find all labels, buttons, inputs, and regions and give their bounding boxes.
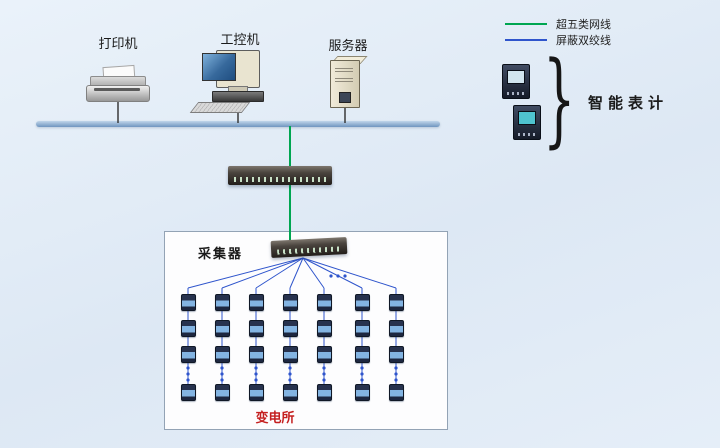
meter-buttons xyxy=(518,133,536,136)
cat5e-line-label: 超五类网线 xyxy=(556,19,611,31)
stp-line-swatch xyxy=(505,39,547,41)
stp-line-label: 屏蔽双绞线 xyxy=(556,35,611,47)
ipc-label: 工控机 xyxy=(220,32,260,47)
server-label: 服务器 xyxy=(328,38,368,53)
meter-buttons xyxy=(507,92,525,95)
switch-ports xyxy=(234,177,326,182)
server-drive-bay xyxy=(339,92,351,103)
industrial-computer-icon xyxy=(189,50,276,114)
smart-meter-icon xyxy=(502,64,530,99)
server-icon xyxy=(326,56,370,108)
computer-case xyxy=(212,91,264,102)
server-vent xyxy=(335,76,353,82)
smart-meter-icon xyxy=(513,105,541,140)
legend-row-cat5e: 超五类网线 xyxy=(505,16,611,32)
switch-ports xyxy=(277,246,342,255)
legend-row-stp: 屏蔽双绞线 xyxy=(505,32,611,48)
network-switch-icon xyxy=(228,166,332,185)
printer-slot xyxy=(94,88,140,91)
collector-label: 采集器 xyxy=(198,246,244,261)
server-vent xyxy=(335,66,353,72)
ethernet-bus-line xyxy=(36,121,440,127)
meter-screen xyxy=(507,70,525,84)
printer-icon xyxy=(86,64,150,104)
substation-label: 变电所 xyxy=(255,410,295,425)
cat5e-line-swatch xyxy=(505,23,547,25)
smart-meters-label: 智能表计 xyxy=(588,95,669,112)
brace-icon: } xyxy=(543,40,576,159)
printer-label: 打印机 xyxy=(98,36,138,51)
monitor-screen xyxy=(202,53,236,81)
meter-screen xyxy=(518,111,536,125)
legend: 超五类网线 屏蔽双绞线 xyxy=(505,16,611,48)
keyboard-icon xyxy=(189,102,251,113)
